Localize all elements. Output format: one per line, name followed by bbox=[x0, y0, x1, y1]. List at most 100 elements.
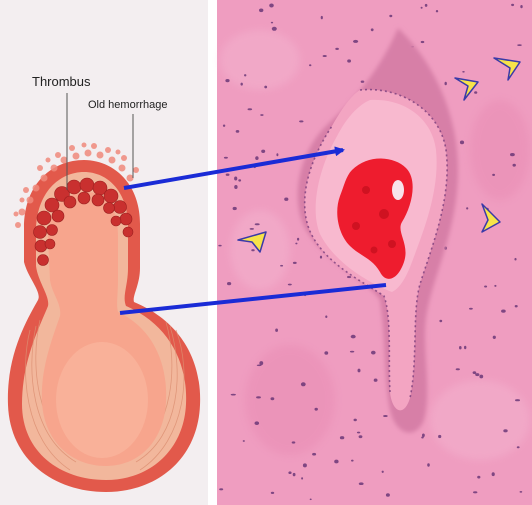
cell-nucleus bbox=[334, 459, 339, 464]
cell-nucleus bbox=[284, 197, 289, 201]
cell-nucleus bbox=[320, 15, 323, 20]
cell-nucleus bbox=[280, 264, 284, 267]
panel-divider bbox=[208, 0, 217, 505]
yellow-arrowhead-icon bbox=[237, 231, 267, 253]
cell-nucleus bbox=[264, 85, 268, 89]
cell-nucleus bbox=[424, 3, 428, 7]
cell-nucleus bbox=[254, 223, 260, 226]
cell-nucleus bbox=[358, 482, 364, 486]
cell-nucleus bbox=[514, 257, 517, 261]
cell-nucleus bbox=[356, 431, 361, 434]
cell-nucleus bbox=[459, 346, 462, 350]
endothelial-lining bbox=[359, 88, 448, 399]
cell-nucleus bbox=[297, 237, 300, 241]
cell-nucleus bbox=[249, 228, 254, 230]
cell-nucleus bbox=[438, 434, 442, 439]
cell-nucleus bbox=[519, 491, 523, 493]
cell-nucleus bbox=[256, 364, 262, 367]
cell-nucleus bbox=[475, 373, 480, 377]
cell-nucleus bbox=[520, 5, 523, 9]
cell-nucleus bbox=[360, 80, 365, 83]
cell-nucleus bbox=[473, 491, 478, 494]
cell-nucleus bbox=[218, 244, 222, 247]
cell-nucleus bbox=[389, 14, 393, 18]
cell-nucleus bbox=[494, 284, 497, 287]
cell-nucleus bbox=[223, 156, 228, 159]
cell-nucleus bbox=[339, 436, 345, 440]
cell-nucleus bbox=[288, 471, 292, 475]
cell-nucleus bbox=[357, 368, 361, 373]
cell-nucleus bbox=[484, 285, 488, 288]
cell-nucleus bbox=[256, 396, 261, 399]
histology-micrograph bbox=[217, 0, 532, 505]
cell-nucleus bbox=[255, 156, 259, 161]
cell-nucleus bbox=[335, 47, 339, 51]
cell-nucleus bbox=[491, 472, 495, 477]
cell-nucleus bbox=[242, 440, 245, 442]
cell-nucleus bbox=[270, 491, 275, 494]
lumen-to-vessel-arrow bbox=[119, 283, 387, 315]
yellow-arrowhead-icon bbox=[454, 77, 479, 101]
cell-nucleus bbox=[422, 433, 425, 438]
cell-nucleus bbox=[254, 421, 260, 426]
cell-nucleus bbox=[240, 82, 243, 86]
thrombus-label: Thrombus bbox=[32, 74, 91, 89]
cell-nucleus bbox=[370, 28, 374, 32]
cell-nucleus bbox=[234, 185, 238, 189]
cell-nucleus bbox=[312, 452, 317, 456]
cell-nucleus bbox=[474, 91, 478, 94]
cell-nucleus bbox=[259, 361, 264, 366]
cell-nucleus bbox=[269, 3, 274, 8]
lumen-highlight bbox=[56, 342, 148, 458]
cell-nucleus bbox=[373, 378, 378, 382]
cell-nucleus bbox=[435, 10, 439, 13]
yellow-arrowhead-icon bbox=[493, 57, 521, 81]
cell-nucleus bbox=[420, 40, 425, 44]
cell-nucleus bbox=[444, 81, 447, 86]
cell-nucleus bbox=[301, 477, 304, 480]
cell-nucleus bbox=[459, 140, 465, 145]
cell-nucleus bbox=[466, 207, 469, 210]
cell-nucleus bbox=[358, 435, 363, 439]
old-hemorrhage-dots bbox=[13, 142, 139, 228]
cell-nucleus bbox=[270, 21, 274, 24]
cell-nucleus bbox=[271, 26, 277, 31]
cell-nucleus bbox=[324, 351, 329, 355]
cell-nucleus bbox=[275, 328, 278, 332]
aneurysm-illustration: Thrombus Old hemorrhage bbox=[0, 0, 214, 505]
cell-nucleus bbox=[235, 130, 240, 133]
cell-nucleus bbox=[259, 8, 264, 13]
cell-nucleus bbox=[514, 305, 518, 308]
cell-nucleus bbox=[516, 446, 520, 449]
cell-nucleus bbox=[225, 173, 230, 176]
cell-nucleus bbox=[383, 415, 388, 417]
cell-nucleus bbox=[492, 173, 495, 176]
cell-nucleus bbox=[353, 418, 357, 422]
cell-nucleus bbox=[270, 397, 275, 401]
cell-nucleus bbox=[225, 79, 230, 83]
cell-nucleus bbox=[219, 488, 224, 491]
cell-nucleus bbox=[230, 393, 236, 396]
cell-nucleus bbox=[381, 470, 384, 473]
cell-nucleus bbox=[512, 163, 516, 167]
cell-nucleus bbox=[371, 350, 376, 355]
cell-nucleus bbox=[511, 3, 515, 7]
cell-nucleus bbox=[464, 345, 467, 350]
clot-cavity bbox=[392, 180, 404, 200]
thrombus-to-clot-arrow bbox=[123, 146, 345, 190]
cell-nucleus bbox=[503, 429, 508, 433]
tissue-mottling bbox=[220, 30, 530, 460]
cell-nucleus bbox=[385, 493, 390, 497]
cell-nucleus bbox=[287, 283, 292, 286]
cell-nucleus bbox=[455, 368, 460, 371]
cell-nucleus bbox=[292, 261, 297, 264]
cell-nucleus bbox=[238, 179, 242, 182]
cell-nucleus bbox=[319, 255, 323, 259]
cell-nucleus bbox=[347, 59, 351, 63]
yellow-arrowhead-icon bbox=[481, 203, 501, 233]
cell-nucleus bbox=[309, 498, 312, 501]
cell-nucleus bbox=[439, 319, 443, 323]
cell-nucleus bbox=[232, 206, 237, 211]
cell-nucleus bbox=[472, 371, 477, 374]
